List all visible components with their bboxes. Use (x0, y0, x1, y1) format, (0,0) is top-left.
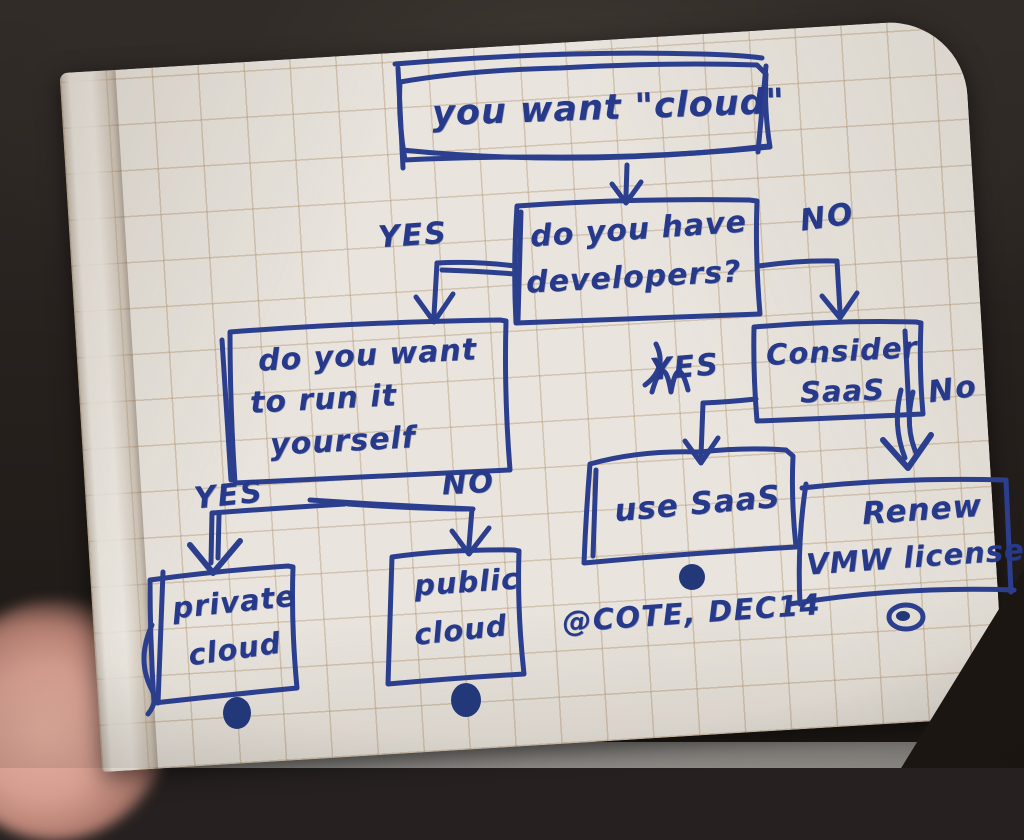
terminal-dot-renew (896, 611, 910, 621)
edge-run-no (345, 501, 492, 557)
edge-start-developers (609, 162, 644, 206)
terminal-dot-private (223, 697, 251, 729)
node-start-box (392, 50, 773, 171)
node-private-cloud-box (141, 563, 300, 729)
node-public-cloud-box (385, 547, 527, 717)
terminal-dot-use-saas (679, 564, 705, 590)
node-consider-saas-line2: SaaS (799, 372, 886, 410)
flowchart: you want "cloud" do you have developers?… (141, 50, 1024, 729)
edge-saas-yes (642, 341, 759, 466)
edge-label-run-yes: YES (192, 474, 266, 517)
edge-label-saas-no: No (925, 368, 980, 411)
terminal-dot-public (451, 683, 481, 717)
edge-developers-yes (413, 259, 518, 325)
edge-saas-no (880, 387, 934, 471)
node-consider-saas-box (751, 319, 926, 424)
edge-label-saas-yes: YES (648, 347, 722, 388)
edge-label-run-no: NO (441, 464, 496, 502)
node-developers-box (512, 197, 763, 326)
flowchart-ink-strokes (141, 50, 1017, 729)
node-use-saas-box (581, 446, 799, 590)
edge-developers-no (756, 258, 860, 321)
edge-label-developers-yes: YES (376, 215, 449, 256)
